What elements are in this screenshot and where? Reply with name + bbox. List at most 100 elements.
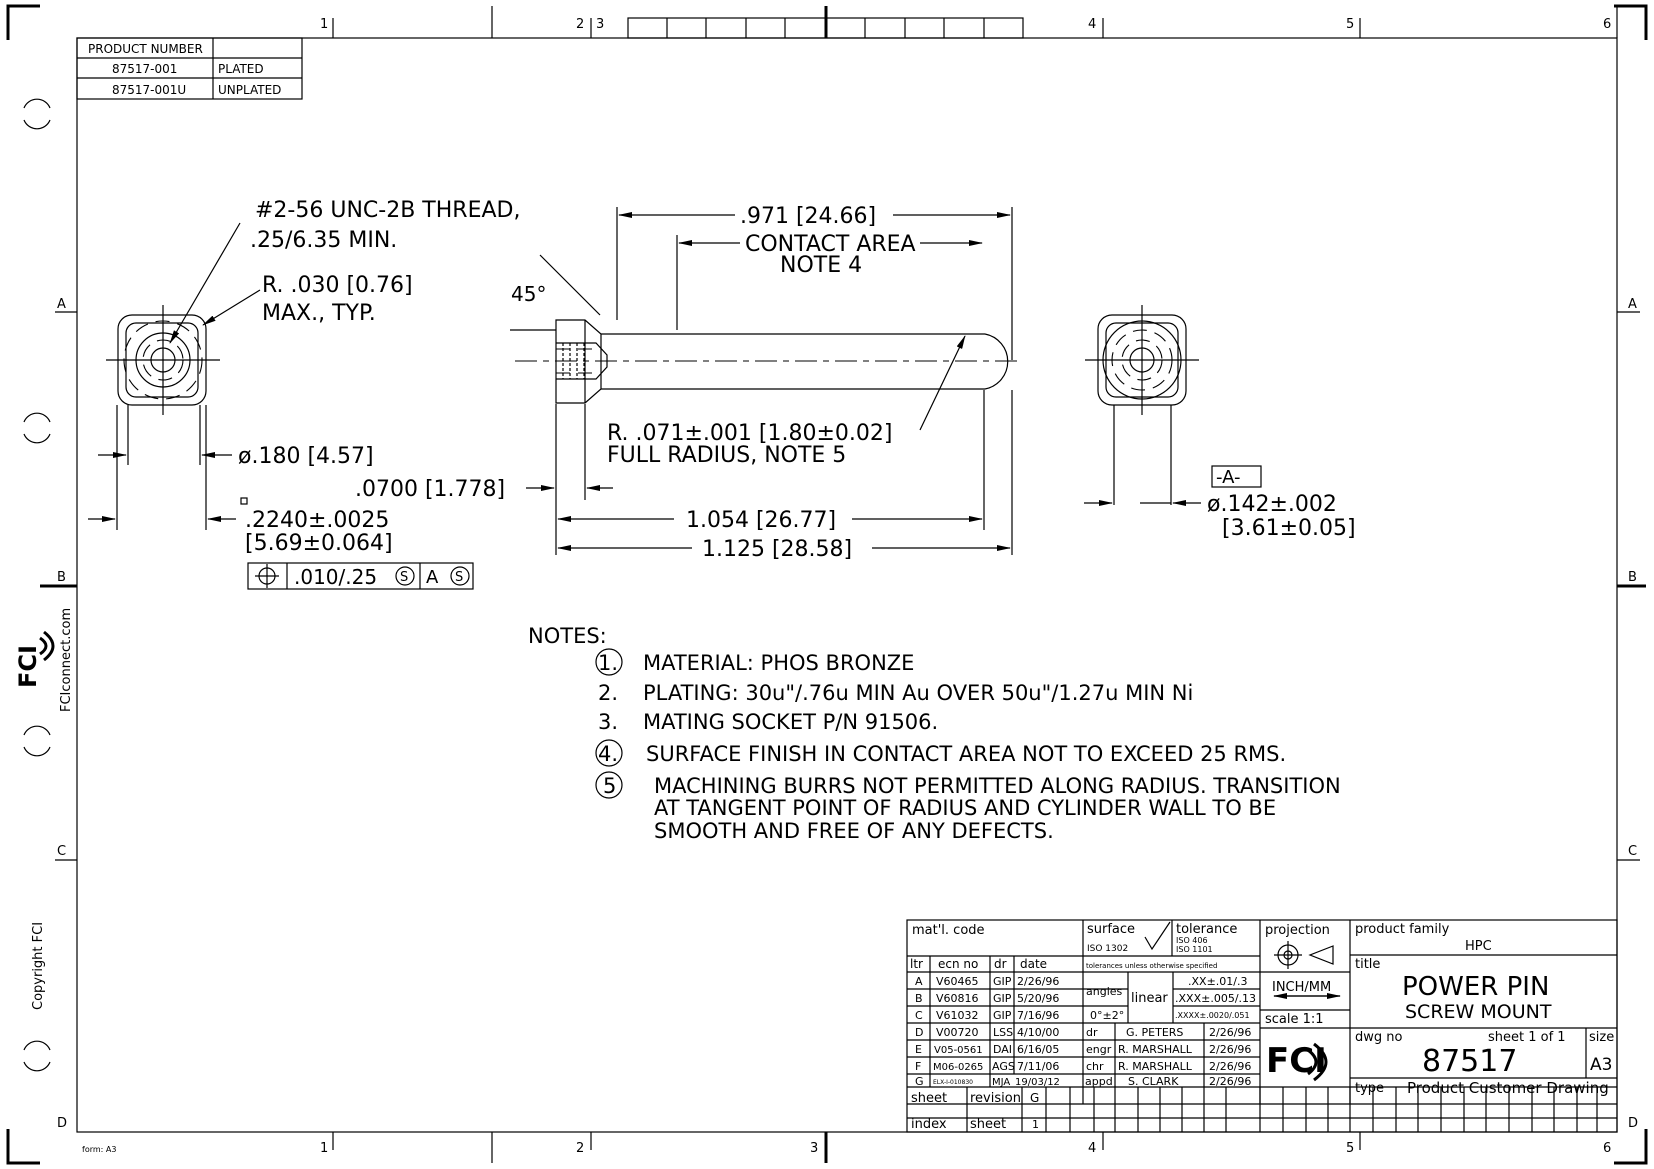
tb-scale: scale 1:1 (1265, 1012, 1324, 1027)
zone-bottom-1: 1 (320, 1141, 328, 1156)
contact-area-2: NOTE 4 (780, 253, 862, 278)
rev-date: 19/03/12 (1015, 1077, 1060, 1088)
rev-date: 7/11/06 (1017, 1060, 1059, 1073)
tb-matl-code: mat'l. code (912, 923, 985, 938)
note-4-text: SURFACE FINISH IN CONTACT AREA NOT TO EX… (646, 742, 1286, 766)
product-table-header: PRODUCT NUMBER (88, 42, 203, 56)
note-1-text: MATERIAL: PHOS BRONZE (643, 651, 914, 675)
tb-tol-std-2: ISO 1101 (1176, 945, 1213, 954)
tb-size: size (1589, 1030, 1614, 1045)
signoff-date: 2/26/96 (1209, 1075, 1251, 1088)
tb-index-label: index (911, 1117, 947, 1132)
signoff-date: 2/26/96 (1209, 1026, 1251, 1039)
signoff-date: 2/26/96 (1209, 1043, 1251, 1056)
fcf-modifier-1: S (400, 570, 408, 585)
rev-dr: DAI (993, 1043, 1012, 1056)
fcf-modifier-2: S (455, 570, 463, 585)
zone-right-d: D (1628, 1116, 1638, 1131)
note-5-number: 5 (603, 774, 616, 798)
thread-callout-1: #2-56 UNC-2B THREAD, (255, 198, 520, 223)
rev-ecn: V00720 (936, 1026, 979, 1039)
tb-sheet-val: 1 (1032, 1118, 1039, 1131)
tb-units: INCH/MM (1272, 980, 1331, 995)
zone-top-3: 3 (596, 17, 604, 32)
note-1-number: 1. (598, 651, 618, 675)
side-logo-text: FCI (14, 645, 42, 688)
rev-dr: MJA (992, 1077, 1010, 1088)
tb-lin-xxx: .XXX±.005/.13 (1175, 992, 1256, 1005)
tb-size-val: A3 (1590, 1055, 1612, 1075)
signoff-name: S. CLARK (1128, 1075, 1179, 1088)
zone-bottom-3: 3 (810, 1141, 818, 1156)
rev-ecn: V61032 (936, 1009, 979, 1022)
zone-right-a: A (1628, 297, 1637, 312)
datum-a-box (1211, 465, 1262, 488)
tb-rev-head-ecn: ecn no (938, 957, 978, 971)
rev-dr: LSS (993, 1026, 1013, 1039)
tb-tol-note: tolerances unless otherwise specified (1086, 962, 1217, 970)
fci-logo: FCI (1266, 1041, 1327, 1081)
note-2-number: 2. (598, 681, 618, 705)
square-size-1: .2240±.0025 (245, 508, 389, 533)
square-size-2: [5.69±0.064] (245, 531, 393, 556)
form-label: form: A3 (82, 1145, 116, 1154)
tb-drawing-number: 87517 (1422, 1044, 1517, 1079)
zone-left-b: B (57, 570, 66, 585)
note-5-text-3: SMOOTH AND FREE OF ANY DEFECTS. (654, 819, 1054, 843)
note-1-circle (595, 648, 623, 676)
zone-bottom-2: 2 (576, 1141, 584, 1156)
note-5-text-1: MACHINING BURRS NOT PERMITTED ALONG RADI… (654, 774, 1341, 798)
tb-rev-head-date: date (1020, 957, 1047, 971)
corner-marks (6, 4, 1648, 1165)
rev-ltr: D (915, 1026, 923, 1039)
rev-ltr: B (915, 992, 923, 1005)
length-971: .971 [24.66] (740, 204, 876, 229)
zone-top-4: 4 (1088, 17, 1096, 32)
tb-linear: linear (1131, 991, 1168, 1006)
rev-dr: AGS (992, 1060, 1015, 1073)
zone-right-c: C (1628, 844, 1637, 859)
zone-top-6: 6 (1603, 17, 1611, 32)
note-2-text: PLATING: 30u"/.76u MIN Au OVER 50u"/1.27… (643, 681, 1193, 705)
note-5-circle (595, 771, 623, 799)
zone-bottom-6: 6 (1603, 1141, 1611, 1156)
zone-left-c: C (57, 844, 66, 859)
zone-top-1: 1 (320, 17, 328, 32)
length-1125: 1.125 [28.58] (702, 537, 852, 562)
title-block-grid (906, 919, 1618, 1133)
tb-surface-std: ISO 1302 (1087, 944, 1128, 954)
signoff-rows: dr G. PETERS 2/26/96 engr R. MARSHALL 2/… (1085, 1026, 1251, 1088)
signoff-role: engr (1086, 1043, 1112, 1056)
full-radius-1: R. .071±.001 [1.80±0.02] (607, 421, 892, 446)
rev-ltr: F (915, 1060, 921, 1073)
zone-left-d: D (57, 1116, 67, 1131)
zone-right-b: B (1628, 570, 1637, 585)
rev-date: 2/26/96 (1017, 975, 1059, 988)
dim-0700: .0700 [1.778] (355, 477, 505, 502)
fcf-tolerance: .010/.25 (294, 565, 377, 589)
rev-date: 4/10/00 (1017, 1026, 1059, 1039)
zone-left-a: A (57, 297, 66, 312)
chamfer-angle: 45° (511, 282, 546, 306)
product-number-2: 87517-001U (112, 83, 186, 97)
zone-ticks (40, 6, 1646, 1163)
tb-sheet-of: sheet 1 of 1 (1488, 1030, 1566, 1045)
revision-rows: A V60465 GIP 2/26/96 B V60816 GIP 5/20/9… (915, 975, 1060, 1088)
dia-180: ø.180 [4.57] (238, 444, 374, 469)
product-number-table (76, 37, 303, 100)
side-fci-logo: FCI (14, 630, 55, 688)
note-3-number: 3. (598, 710, 618, 734)
tb-angles-val: 0°±2° (1090, 1009, 1124, 1022)
tb-title-1: POWER PIN (1402, 972, 1549, 1002)
feature-control-frame (247, 562, 474, 590)
note-5-text-2: AT TANGENT POINT OF RADIUS AND CYLINDER … (654, 796, 1276, 820)
fcf-datum: A (426, 567, 439, 588)
tb-title-label: title (1355, 957, 1380, 972)
dia-142-2: [3.61±0.05] (1222, 516, 1356, 541)
note-4-circle (595, 739, 623, 767)
rev-ltr: E (915, 1043, 922, 1056)
tb-rev-head-dr: dr (994, 957, 1007, 971)
rev-ecn: V05-0561 (934, 1045, 983, 1056)
tb-product-family: product family (1355, 922, 1450, 937)
thread-callout-2: .25/6.35 MIN. (250, 228, 397, 253)
